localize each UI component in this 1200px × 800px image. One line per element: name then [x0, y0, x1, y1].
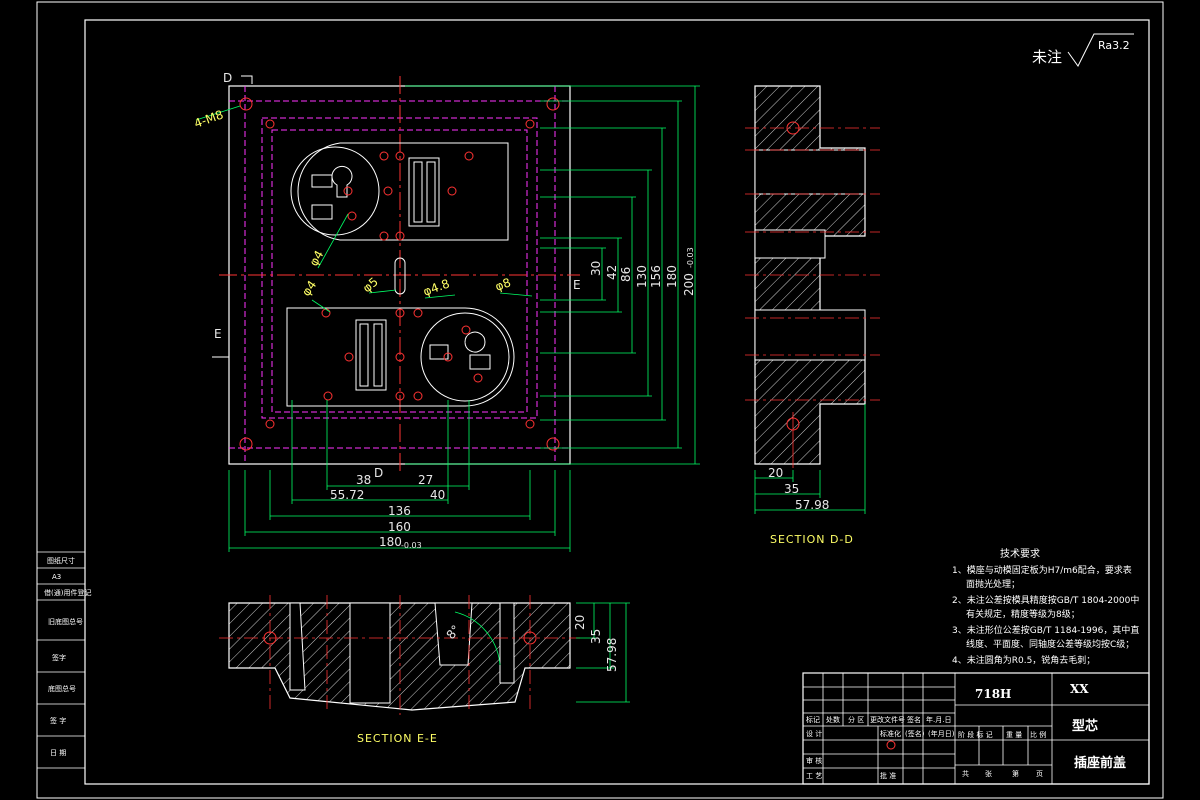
dim-156: 156: [649, 265, 663, 288]
dd-dim-20: 20: [768, 466, 783, 480]
ee-dim-35: 35: [589, 629, 603, 644]
dim-30: 30: [589, 261, 603, 276]
header-cell: 标记: [806, 715, 820, 724]
side-label: A3: [52, 573, 61, 581]
section-ee-view: 20 35 57.98 8° SECTION E-E: [219, 595, 630, 745]
ee-hatched-body: [228, 602, 571, 711]
dim-200-tolerance: -0.03: [686, 247, 695, 268]
dd-dim-35: 35: [784, 482, 799, 496]
section-letter: D: [223, 71, 232, 85]
material: 718H: [975, 687, 1011, 701]
side-table-labels: 图纸尺寸 A3 借(通)用件登记 旧底图总号 签字 底图总号 签 字 日 期: [44, 556, 91, 757]
section-dd-title: SECTION D-D: [770, 533, 854, 546]
dim-200: 200: [682, 273, 696, 296]
dia-callout: φ8: [493, 275, 512, 293]
dim-5572: 55.72: [330, 488, 364, 502]
surface-finish-note: 未注 Ra3.2: [1032, 33, 1134, 67]
side-label: 日 期: [50, 749, 66, 757]
tech-item: 有关规定，精度等级为8级；: [966, 608, 1080, 620]
technical-requirements: 技术要求 1、模座与动模固定板为H7/m6配合，要求表 面抛光处理； 2、未注公…: [952, 547, 1139, 666]
dd-dim-5798: 57.98: [795, 498, 829, 512]
ee-dim-5798: 57.98: [605, 638, 619, 672]
sheet-cell: 共: [962, 769, 969, 778]
tech-item: 线度、平面度、同轴度公差等级均按C级；: [966, 638, 1134, 650]
side-table: [37, 551, 85, 769]
dim-86: 86: [619, 267, 633, 282]
sheet-cell: 第: [1012, 769, 1019, 778]
tech-item: 3、未注形位公差按GB/T 1184-1996，其中直: [952, 624, 1139, 636]
std-cell: 标准化: [880, 729, 901, 738]
section-marker-e-right: E: [573, 278, 581, 292]
part-name: 插座前盖: [1074, 755, 1126, 771]
side-label: 底图总号: [48, 684, 76, 693]
dim-180-width: 180: [379, 535, 402, 549]
side-label: 借(通)用件登记: [44, 588, 91, 597]
side-label: 签字: [52, 653, 66, 662]
dim-27: 27: [418, 473, 433, 487]
section-letter: E: [214, 327, 222, 341]
company: XX: [1070, 682, 1089, 696]
lower-cavity: [286, 307, 515, 407]
dim-42: 42: [605, 265, 619, 280]
approve-cell: 批 准: [880, 771, 896, 780]
date-cell: (年月日): [928, 729, 955, 738]
title-block: [802, 672, 1150, 785]
section-dd-view: 20 35 57.98 SECTION D-D: [745, 85, 880, 546]
holes-callout: 4-M8: [192, 107, 225, 130]
dim-180: 180: [665, 265, 679, 288]
plan-leaders: [195, 105, 533, 313]
sign-cell: (签名): [905, 729, 925, 738]
dim-160: 160: [388, 520, 411, 534]
dim-40: 40: [430, 488, 445, 502]
upper-cavity: [290, 142, 509, 241]
plan-holes: [239, 97, 560, 451]
sheet-cell: 页: [1036, 770, 1043, 778]
tech-title: 技术要求: [1000, 547, 1040, 560]
section-ee-title: SECTION E-E: [357, 732, 438, 745]
tech-item: 面抛光处理；: [966, 578, 1020, 590]
dim-136: 136: [388, 504, 411, 518]
header-cell: 签名: [907, 715, 921, 724]
note-label: 未注: [1032, 48, 1062, 66]
weight-cell: 重 量: [1006, 731, 1022, 739]
projection-symbol-icon: [886, 740, 896, 750]
stage-cell: 阶 段 标 记: [958, 730, 993, 739]
tech-item: 1、模座与动模固定板为H7/m6配合，要求表: [952, 564, 1132, 576]
section-letter: D: [374, 466, 383, 480]
section-marker-d-top: D: [223, 71, 253, 85]
dim-38: 38: [356, 473, 371, 487]
tech-item: 2、未注公差按模具精度按GB/T 1804-2000中: [952, 594, 1139, 606]
center-slot: [394, 257, 406, 295]
part-type: 型芯: [1072, 718, 1098, 734]
dim-130: 130: [635, 265, 649, 288]
section-marker-e-left: E: [212, 327, 229, 358]
ratio-cell: 比 例: [1030, 730, 1046, 739]
role-cell: 审 核: [806, 756, 822, 765]
outer-border: [36, 1, 1164, 799]
ee-dim-20: 20: [573, 615, 587, 630]
header-cell: 更改文件号: [870, 715, 905, 724]
title-block-text: 718H XX 型芯 插座前盖 标记 处数 分 区 更改文件号 签名 年.月.日…: [806, 682, 1126, 780]
section-marker-d-bottom: D: [374, 466, 383, 480]
dim-180-tolerance: -0.03: [401, 541, 422, 550]
vertical-dimensions: [405, 85, 700, 465]
tech-item: 4、未注圆角为R0.5，锐角去毛刺；: [952, 654, 1095, 666]
inner-border: [84, 19, 1150, 785]
plan-view: D D E E 4-M8 φ4 φ4 φ5 φ4.8 φ8: [192, 71, 700, 552]
role-cell: 设 计: [806, 729, 822, 738]
horizontal-dimensions: [228, 400, 571, 552]
roughness-value: Ra3.2: [1098, 39, 1130, 52]
side-label: 签 字: [50, 716, 66, 725]
header-cell: 处数: [826, 715, 840, 724]
dia-callout: φ4: [299, 278, 319, 299]
side-label: 旧底图总号: [48, 617, 83, 626]
side-label: 图纸尺寸: [47, 556, 75, 565]
header-cell: 年.月.日: [926, 715, 951, 724]
sheet-cell: 张: [985, 769, 992, 778]
header-cell: 分 区: [848, 715, 864, 724]
role-cell: 工 艺: [806, 772, 822, 780]
section-letter: E: [573, 278, 581, 292]
dia-callout: φ4: [306, 248, 326, 268]
